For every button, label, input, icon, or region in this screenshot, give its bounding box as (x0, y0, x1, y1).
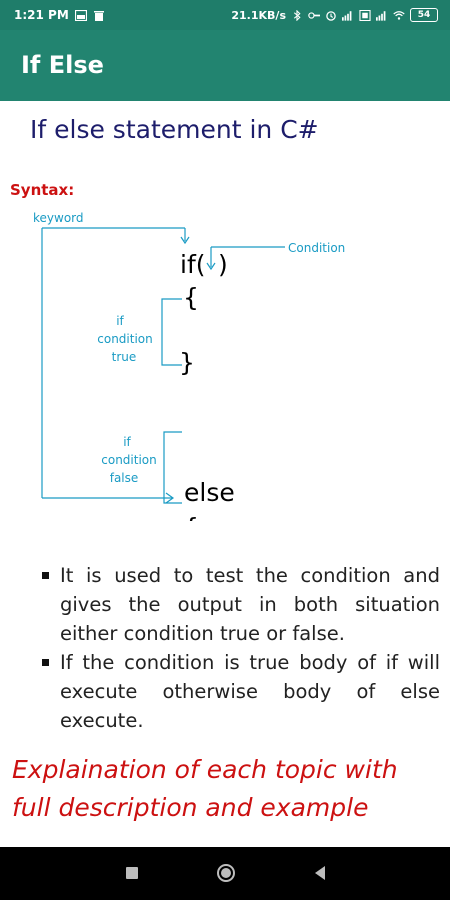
condition-arrow (206, 262, 216, 271)
false-label-line-2: condition (101, 453, 156, 467)
syntax-label: Syntax: (10, 181, 75, 199)
app-title: If Else (21, 51, 104, 79)
signal-icon-2 (376, 10, 386, 21)
list-item: If the condition is true body of if will… (38, 648, 440, 735)
false-bracket (163, 431, 182, 504)
true-label-line-2: condition (97, 332, 152, 346)
volte-icon (359, 9, 371, 21)
keyword-if-arrow (180, 236, 190, 245)
status-right: 21.1KB/s (231, 8, 438, 22)
keyword-else-arrow (165, 492, 175, 504)
false-label-line-1: if (123, 435, 131, 449)
battery-indicator: 54 (410, 8, 438, 22)
code-else: else (184, 478, 235, 507)
tagline: Explaination of each topic with full des… (12, 755, 398, 822)
app-bar: If Else (0, 30, 450, 101)
status-left: 1:21 PM (14, 8, 105, 22)
page-title: If else statement in C# (30, 115, 319, 144)
status-time: 1:21 PM (14, 8, 69, 22)
signal-icon-1 (342, 10, 352, 21)
bluetooth-icon (293, 9, 301, 21)
description-list: It is used to test the condition and giv… (38, 561, 440, 735)
true-bracket (161, 298, 182, 366)
true-label-line-1: if (116, 314, 124, 328)
content-area[interactable]: If else statement in C# Syntax: keyword … (0, 101, 450, 847)
code-if-close: ) (218, 250, 228, 279)
navigation-bar (0, 847, 450, 900)
list-item: It is used to test the condition and giv… (38, 561, 440, 648)
if-close-brace: } (179, 348, 195, 377)
back-icon[interactable] (310, 863, 330, 883)
wifi-icon (393, 10, 405, 20)
code-if: if( (180, 250, 206, 279)
key-icon (308, 11, 320, 19)
alarm-icon (326, 10, 336, 21)
condition-label: Condition (288, 241, 345, 255)
true-label-line-3: true (112, 350, 137, 364)
bullet-marker-icon (42, 659, 49, 666)
status-bar: 1:21 PM 21.1KB/s (0, 0, 450, 30)
false-label-line-3: false (110, 471, 139, 485)
net-speed: 21.1KB/s (231, 8, 286, 22)
home-icon[interactable] (216, 863, 236, 883)
trash-icon (93, 10, 104, 21)
bullet-marker-icon (42, 572, 49, 579)
syntax-diagram: keyword Condition if( ) { } if condition… (33, 211, 345, 521)
bullet-text: It is used to test the condition and giv… (60, 564, 440, 645)
if-open-brace: { (183, 283, 199, 312)
bullet-text: If the condition is true body of if will… (60, 651, 440, 732)
gallery-icon (74, 9, 87, 21)
keyword-label: keyword (33, 211, 84, 225)
recents-icon[interactable] (122, 863, 142, 883)
else-open-brace: { (183, 513, 199, 521)
